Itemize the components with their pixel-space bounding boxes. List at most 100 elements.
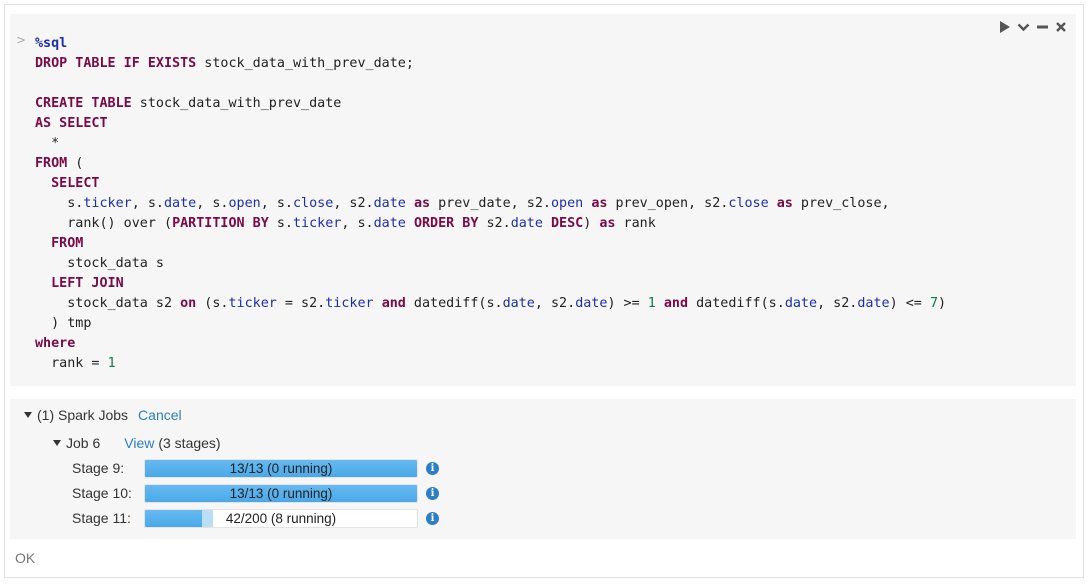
code-token: close (728, 196, 769, 211)
code-token: ) (938, 296, 947, 311)
code-token (35, 276, 51, 291)
chevron-down-icon[interactable] (1016, 20, 1030, 34)
code-token: date (373, 196, 406, 211)
code-token: date (502, 296, 535, 311)
stage-label: Stage 9: (72, 460, 125, 476)
code-token: ORDER BY (413, 216, 479, 231)
code-token: stock_data_with_prev_date; (196, 56, 414, 71)
info-icon[interactable]: i (426, 486, 439, 500)
code-token (374, 296, 382, 311)
code-token: ticker (293, 216, 342, 231)
code-token: prev_close, (792, 196, 890, 211)
code-token: where (35, 336, 76, 351)
code-token: 1 (107, 356, 116, 371)
code-token: %sql (35, 36, 68, 51)
code-token: as (599, 216, 616, 231)
code-token (35, 236, 51, 251)
code-token: datediff(s. (688, 296, 785, 311)
code-token: date (575, 296, 608, 311)
code-token: date (784, 296, 818, 311)
code-token: date (164, 196, 197, 211)
code-token: (s. (196, 296, 229, 311)
code-token: , s2. (817, 296, 858, 311)
code-token (35, 176, 51, 191)
progress-running (202, 509, 213, 527)
progress-fill (145, 509, 203, 527)
progress-text: 13/13 (0 running) (229, 460, 333, 476)
progress-fill (145, 459, 417, 477)
job-row[interactable]: Job 6 View (3 stages) (53, 435, 221, 451)
stage-label: Stage 11: (72, 510, 131, 526)
code-line: rank() over (PARTITION BY s.ticker, s.da… (35, 214, 946, 234)
code-token: s2. (478, 216, 511, 231)
view-link[interactable]: View (124, 435, 155, 451)
code-line: rank = 1 (35, 354, 946, 374)
code-token: open (551, 196, 584, 211)
code-line (35, 74, 946, 94)
code-token: , s. (196, 196, 229, 211)
stage-progress-bar: 42/200 (8 running) (144, 508, 418, 528)
code-token: = s2. (276, 296, 326, 311)
stage-progress-bar: 13/13 (0 running) (144, 458, 418, 478)
code-token (406, 196, 414, 211)
code-token: AS SELECT (35, 116, 108, 131)
code-token: ) <= (889, 296, 930, 311)
code-token: stock_data s2 (35, 296, 181, 311)
code-line: FROM (35, 234, 946, 254)
code-token: s. (35, 196, 84, 211)
code-token: rank = (35, 356, 108, 371)
code-line: where (35, 334, 946, 354)
progress-text: 13/13 (0 running) (229, 485, 333, 501)
code-token: ( (67, 156, 84, 171)
code-editor[interactable] (10, 14, 1076, 386)
code-token: datediff(s. (405, 296, 503, 311)
job-label: Job 6 (66, 435, 101, 451)
code-token: open (228, 196, 261, 211)
caret-down-icon[interactable] (53, 440, 61, 446)
code-token: LEFT JOIN (51, 276, 124, 291)
code-token: stock_data s (35, 256, 164, 271)
stages-count: (3 stages) (158, 435, 221, 451)
code-line: stock_data s (35, 254, 946, 274)
code-token: , s. (260, 196, 293, 211)
code-token: as (776, 196, 793, 211)
code-line: SELECT (35, 174, 946, 194)
status-text: OK (15, 550, 36, 566)
progress-text: 42/200 (8 running) (225, 510, 337, 526)
code-token: ) (583, 216, 600, 231)
cell-collapse-toggle[interactable]: > (16, 33, 27, 47)
stage-row: Stage 11: 42/200 (8 running) i (72, 508, 439, 528)
code-token: rank (615, 216, 656, 231)
cancel-link[interactable]: Cancel (138, 407, 182, 423)
code-token: ticker (83, 196, 132, 211)
info-icon[interactable]: i (426, 511, 439, 525)
code-token: as (413, 196, 431, 211)
code-line: CREATE TABLE stock_data_with_prev_date (35, 94, 946, 114)
spark-jobs-label: (1) Spark Jobs (37, 407, 129, 423)
code-token: and (663, 296, 689, 311)
code-token: and (381, 296, 406, 311)
stage-progress-bar: 13/13 (0 running) (144, 483, 418, 503)
code-token: PARTITION BY (172, 216, 269, 231)
info-icon[interactable]: i (426, 461, 439, 475)
minus-icon[interactable] (1035, 20, 1049, 34)
spark-jobs-header[interactable]: (1) Spark Jobs Cancel (24, 407, 182, 423)
close-icon[interactable] (1054, 20, 1068, 34)
code-token: rank() over ( (35, 216, 173, 231)
code-token: 7 (929, 296, 938, 311)
code-token: ) >= (607, 296, 648, 311)
code-token: on (180, 296, 197, 311)
code-token: 1 (647, 296, 656, 311)
code-line: AS SELECT (35, 114, 946, 134)
code-token: close (293, 196, 334, 211)
code-token (656, 296, 664, 311)
code-token: SELECT (51, 176, 100, 191)
code-token: date (857, 296, 890, 311)
stage-label: Stage 10: (72, 485, 132, 501)
code-token: stock_data_with_prev_date (131, 96, 342, 111)
play-icon[interactable] (997, 20, 1011, 34)
caret-down-icon[interactable] (24, 412, 32, 418)
code-token: FROM (35, 156, 68, 171)
code-token: as (591, 196, 608, 211)
